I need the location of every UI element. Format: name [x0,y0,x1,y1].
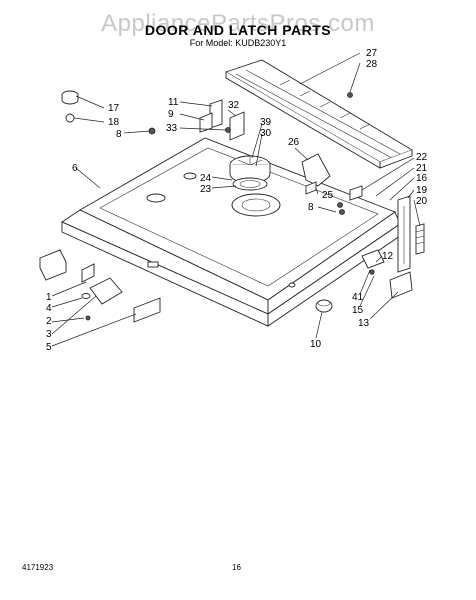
callout-labels: 1 2 3 4 5 6 8 8 9 10 11 12 13 15 16 17 1… [46,48,428,353]
callout-10: 10 [310,339,322,350]
callout-23: 23 [200,184,212,195]
hinge-assembly-left [39,249,161,323]
callout-4: 4 [46,303,52,314]
latch-bracket [225,111,245,141]
watermark-text: AppliancePartsPros.com [101,10,375,37]
callout-5: 5 [46,342,52,353]
door-inner-panel [61,137,401,327]
top-vent-strip [224,59,414,169]
callout-6: 6 [72,163,78,174]
callout-21: 21 [416,163,428,174]
page-number: 16 [232,563,241,572]
callout-16: 16 [416,173,428,184]
callout-39: 39 [260,117,272,128]
callout-27: 27 [366,48,378,59]
callout-13: 13 [358,318,370,329]
callout-11: 11 [168,97,179,108]
door-knob-parts [61,90,79,123]
callout-17: 17 [108,103,120,114]
dispenser-assembly [229,155,271,191]
leader-lines [51,52,421,347]
callout-1: 1 [46,292,52,303]
hinge-bracket [199,99,223,133]
callout-15: 15 [352,305,364,316]
callout-3: 3 [46,329,52,340]
fasteners [148,127,343,313]
model-subtitle: For Model: KUDB230Y1 [190,38,287,48]
lower-right-hardware [361,249,413,299]
latch-lever [301,153,331,195]
callout-32: 32 [228,100,240,111]
document-number: 4171923 [22,563,54,572]
callout-28: 28 [366,59,378,70]
callout-33: 33 [166,123,178,134]
callout-22: 22 [416,152,428,163]
callout-30: 30 [260,128,272,139]
callout-26: 26 [288,137,300,148]
callout-8-left: 8 [116,129,122,140]
callout-8-right: 8 [308,202,314,213]
callout-19: 19 [416,185,428,196]
side-bracket [397,195,425,273]
callout-25: 25 [322,190,334,201]
page-title: DOOR AND LATCH PARTS [145,22,331,38]
callout-18: 18 [108,117,120,128]
callout-9: 9 [168,109,174,120]
callout-12: 12 [382,251,394,262]
callout-41: 41 [352,292,364,303]
callout-20: 20 [416,196,428,207]
callout-24: 24 [200,173,212,184]
callout-2: 2 [46,316,52,327]
strike-parts [339,185,363,215]
